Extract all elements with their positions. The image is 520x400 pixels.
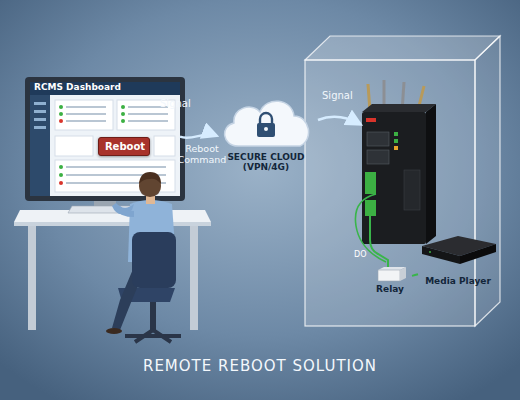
player-front: [422, 246, 460, 264]
ethernet-port: [367, 132, 389, 146]
connector: [180, 134, 216, 138]
reboot-button: Reboot: [98, 137, 150, 156]
signal-arrow: [318, 117, 360, 124]
diagram-title: REMOTE REBOOT SOLUTION: [0, 358, 520, 375]
lock-keyhole: [264, 127, 268, 131]
sidebar-item: [34, 102, 46, 105]
signal-label: Signal: [322, 90, 372, 102]
media-player-text: Media Player: [418, 276, 498, 286]
person-arm: [118, 208, 134, 214]
status-dot: [121, 119, 125, 123]
sidebar-item: [34, 126, 46, 129]
terminal-block: [365, 200, 376, 216]
cabinet-top: [305, 36, 500, 60]
media-player: Media Player: [418, 232, 498, 294]
player-led: [429, 251, 431, 253]
desk-leg: [190, 222, 198, 330]
cloud-outline: [225, 101, 309, 146]
secure-cloud: SECURE CLOUD (VPN/4G): [216, 92, 316, 176]
enclosure-cabinet: [305, 36, 500, 326]
dashboard-panel: [154, 136, 175, 156]
table-row: [66, 166, 166, 168]
chair-back: [132, 232, 176, 288]
dashboard-sidebar: [30, 95, 50, 196]
relay-text: Relay: [368, 284, 412, 294]
gateway-device: [362, 80, 436, 244]
media-player-shape: [418, 232, 498, 272]
player-side: [460, 244, 496, 264]
desk: [14, 210, 211, 330]
status-dot: [59, 119, 63, 123]
gateway-side: [426, 104, 436, 244]
chair-base: [125, 330, 181, 342]
person-at-desk: [106, 172, 181, 342]
table-row: [128, 120, 168, 122]
status-led: [394, 146, 398, 150]
person-hair-back: [139, 175, 161, 197]
status-led: [394, 132, 398, 136]
status-dot: [59, 105, 63, 109]
table-row: [66, 113, 106, 115]
relay-side: [400, 267, 406, 281]
signal-label: Signal: [160, 98, 210, 110]
gateway-front: [362, 112, 426, 244]
ethernet-port: [367, 150, 389, 164]
table-row: [128, 113, 168, 115]
sidebar-item: [34, 110, 46, 113]
sidebar-item: [34, 118, 46, 121]
dashboard-header: [30, 82, 180, 95]
gateway-top: [362, 104, 436, 112]
dashboard-panel: [55, 100, 113, 130]
monitor: [25, 77, 185, 212]
terminal-block: [365, 172, 376, 194]
status-dot: [59, 173, 63, 177]
relay-body: [378, 270, 400, 281]
pin-label: DO: [354, 250, 374, 259]
dashboard-screen: RCMS DashboardReboot: [30, 82, 180, 196]
status-dot: [59, 112, 63, 116]
desk-edge: [14, 222, 211, 226]
person-shoe: [106, 328, 122, 334]
status-dot: [121, 112, 125, 116]
chair-stem: [150, 300, 156, 330]
status-dot: [59, 165, 63, 169]
edge-label: Reboot Command: [174, 144, 230, 166]
cabinet-front: [305, 60, 475, 326]
device-module: [404, 170, 420, 210]
connector: [412, 274, 418, 276]
lock-shackle: [260, 113, 272, 124]
reboot-button-text: Reboot: [99, 141, 151, 153]
relay: Relay: [368, 266, 412, 298]
brand-logo: [366, 118, 376, 122]
dashboard-screen-text: RCMS Dashboard: [34, 82, 174, 92]
relay-shape: [368, 266, 412, 284]
lock-body: [257, 123, 275, 137]
table-row: [66, 120, 106, 122]
do-wire: [370, 216, 388, 268]
status-dot: [59, 181, 63, 185]
cloud-shape: [216, 92, 316, 152]
monitor-screen: [30, 82, 180, 196]
status-led: [394, 139, 398, 143]
monitor-frame: [25, 77, 185, 201]
status-dot: [121, 105, 125, 109]
secure-cloud-text: SECURE CLOUD (VPN/4G): [218, 152, 314, 173]
desk-leg: [28, 222, 36, 330]
person-arm: [112, 203, 134, 214]
dashboard-panel: [55, 136, 93, 156]
table-row: [66, 106, 106, 108]
